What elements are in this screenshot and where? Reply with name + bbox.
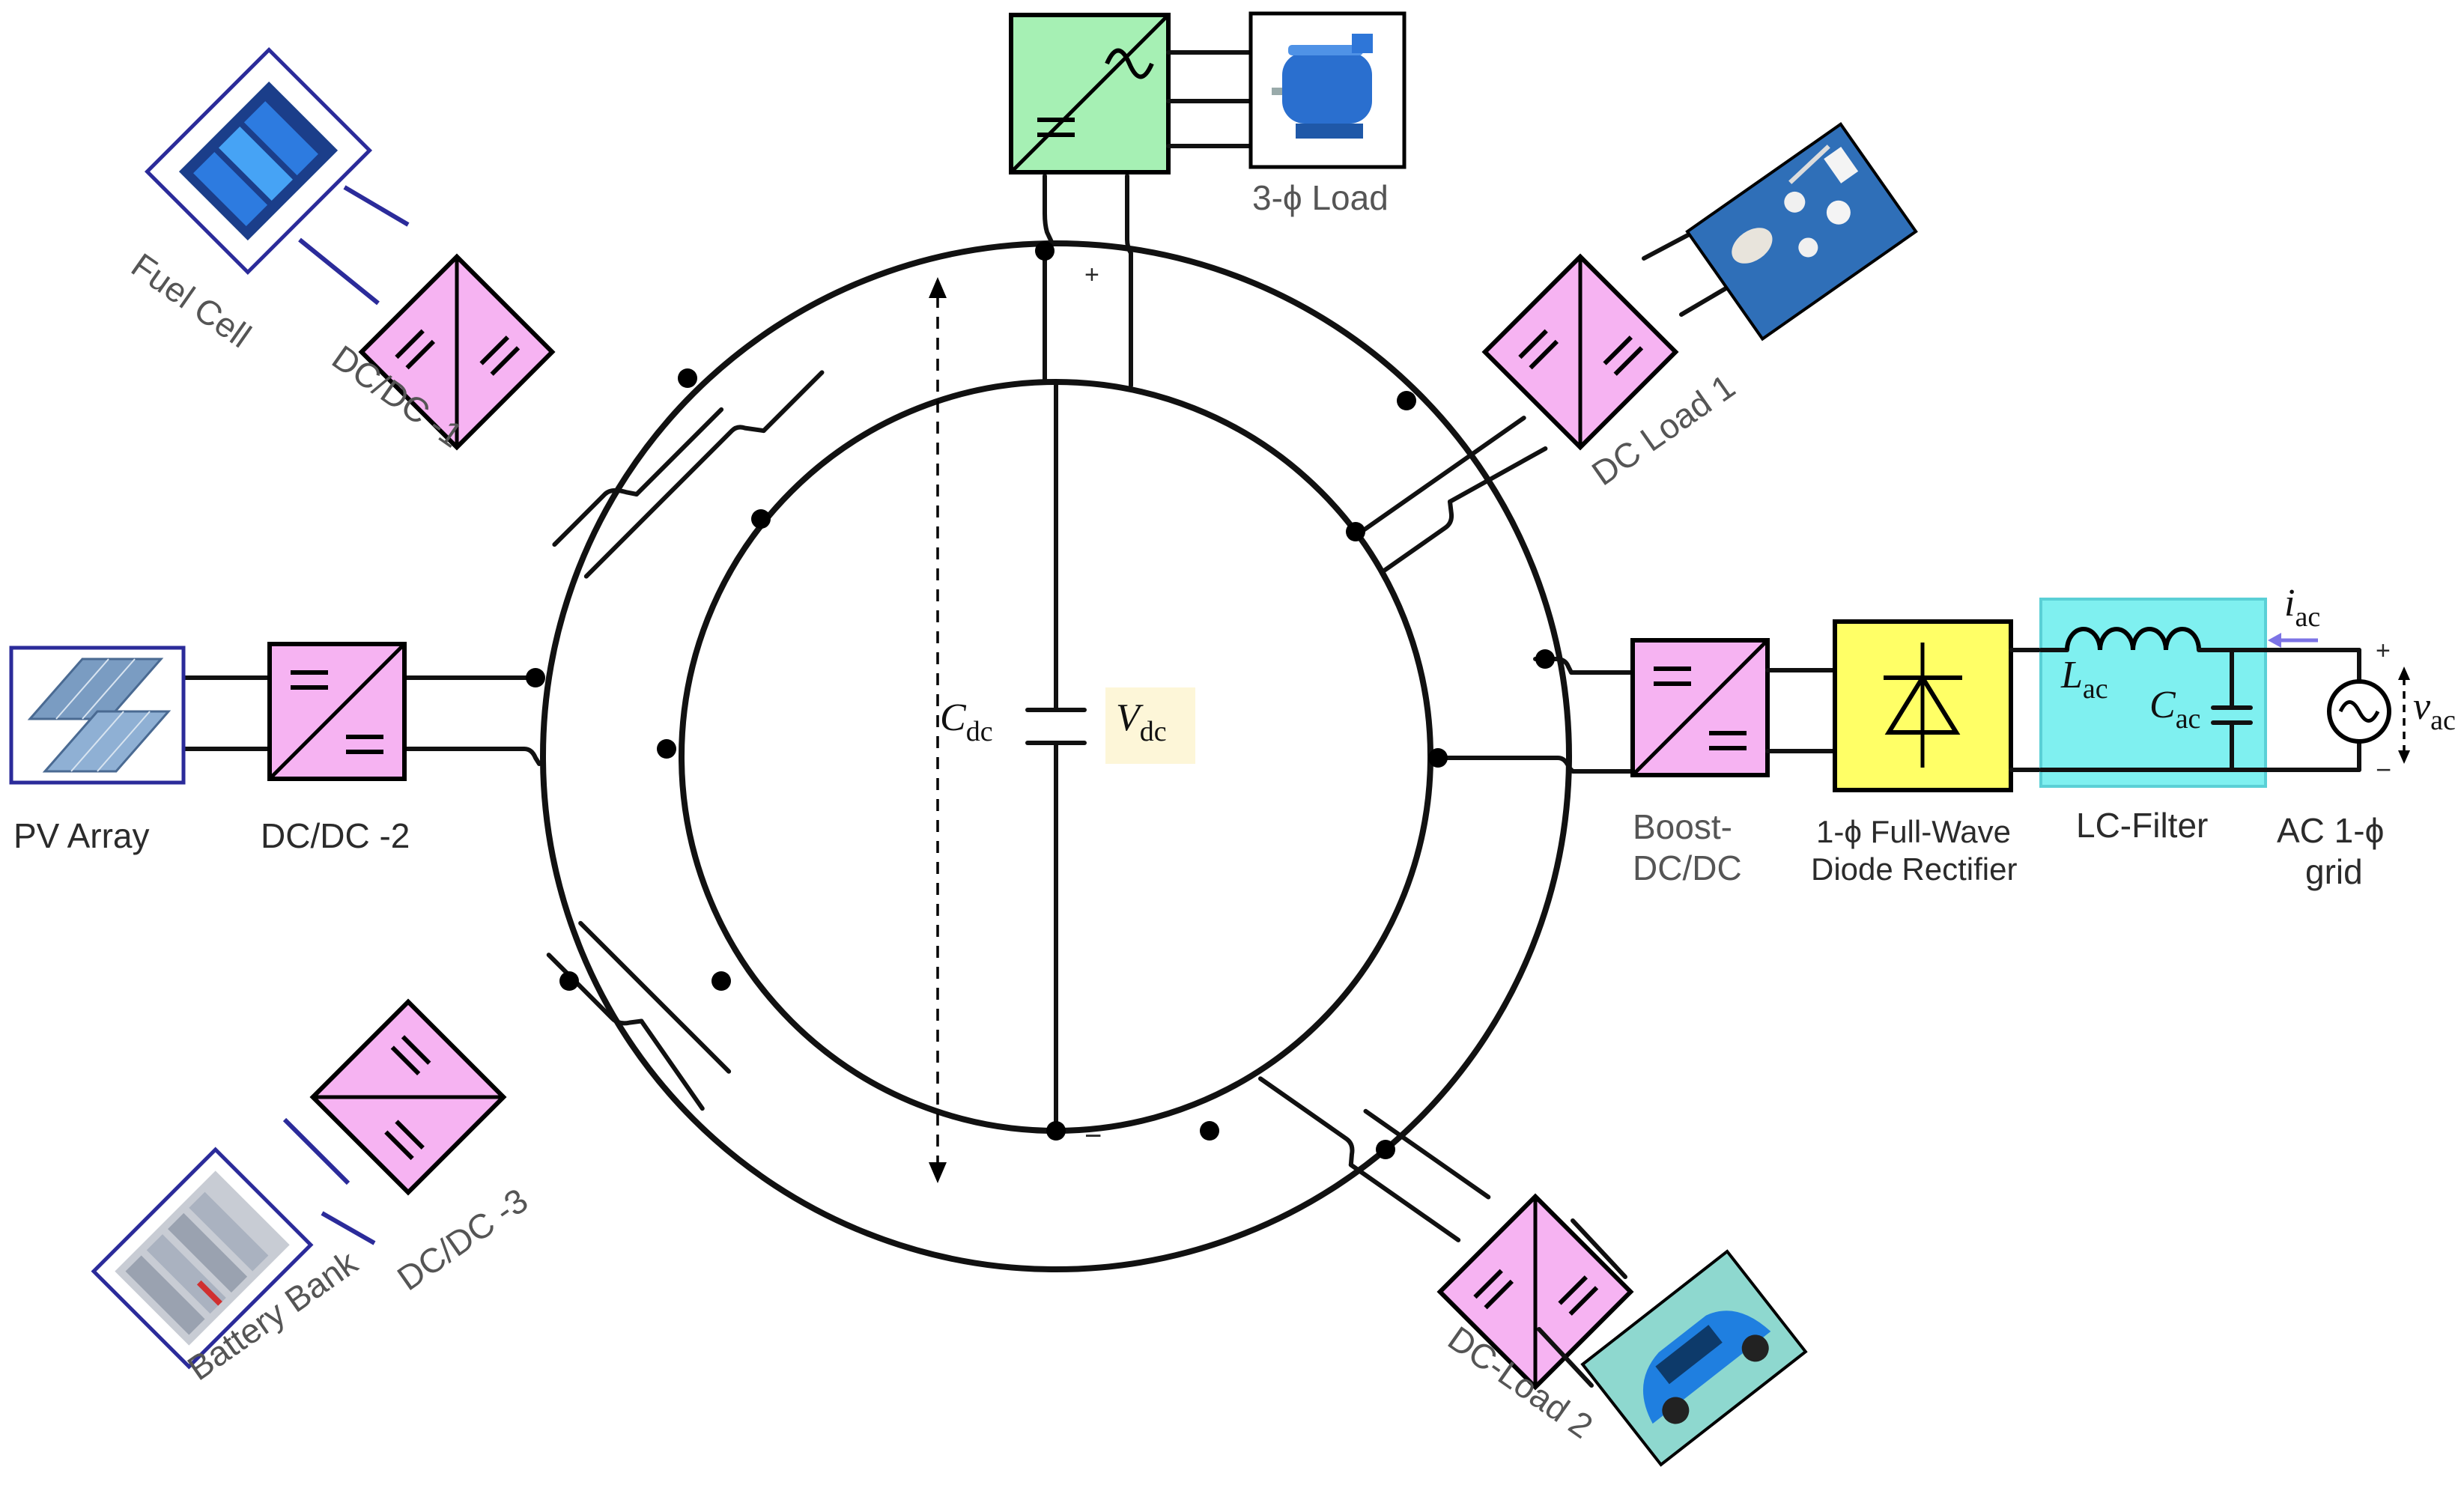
rectifier-label-line2: Diode Rectifier — [1811, 851, 2017, 887]
bus-plus-label: + — [1084, 261, 1099, 289]
inductor-icon — [2065, 627, 2201, 651]
dc-load-2-branch: DC-Load 2 — [1257, 1076, 1808, 1467]
vdc-arrow-up — [929, 277, 947, 298]
diode-icon — [1884, 673, 1961, 735]
dc-load-1-branch: DC Load 1 — [1356, 122, 1918, 574]
dcdc-load1-box — [1481, 253, 1679, 451]
junction-dots — [526, 241, 1555, 1159]
sine-icon — [1105, 48, 1154, 79]
dc-load-1-photo — [1685, 122, 1918, 341]
iac-arrow-head — [2268, 633, 2281, 648]
dcdc-3-label: DC/DC -3 — [390, 1180, 535, 1298]
three-phase-load-label: 3-ϕ Load — [1252, 178, 1389, 217]
boost-label-line1: Boost- — [1633, 807, 1732, 846]
rectifier-label-line1: 1-ϕ Full-Wave — [1816, 814, 2011, 849]
ac-grid-branch: Lac Cac iac + − vac Boost- DC/DC 1-ϕ Ful… — [1436, 582, 2456, 891]
cdc-label: Cdc — [940, 696, 993, 747]
grid-label-line2: grid — [2305, 852, 2363, 891]
battery-bank-photo — [91, 1147, 314, 1370]
vac-label: vac — [2413, 685, 2456, 736]
dcdc-3-box — [309, 998, 507, 1196]
outer-bus-ring — [540, 240, 1572, 1272]
battery-branch: Battery Bank DC/DC -3 — [91, 920, 732, 1388]
dcdc-2-box — [267, 642, 407, 781]
fuel-cell-branch: Fuel Cell DC/DC -1 — [124, 46, 825, 579]
bus-minus-label: − — [1084, 1120, 1102, 1153]
lc-filter-box: Lac Cac — [2039, 598, 2268, 788]
grid-plus-label: + — [2376, 637, 2391, 665]
dcdc-1-box — [358, 253, 556, 451]
lac-label: Lac — [2060, 654, 2108, 705]
vdc-highlight — [1105, 687, 1195, 764]
vdc-arrow-down — [929, 1162, 947, 1183]
dc-link-capacitor: Cdc Vdc + − — [929, 261, 1195, 1183]
iac-label: iac — [2284, 582, 2320, 633]
rectifier-box — [1833, 619, 2013, 792]
boost-label-line2: DC/DC — [1633, 848, 1742, 887]
pv-branch: PV Array DC/DC -2 — [9, 642, 541, 855]
motor-photo — [1248, 11, 1407, 169]
electric-car-photo — [1580, 1249, 1808, 1467]
grid-label-line1: AC 1-ϕ — [2277, 811, 2384, 850]
three-phase-branch: 3-ϕ Load — [1009, 11, 1407, 388]
dcdc-load2-box — [1436, 1193, 1634, 1391]
inverter-box — [1009, 13, 1171, 174]
cac-label: Cac — [2149, 684, 2200, 735]
boost-dcdc-box — [1630, 638, 1770, 777]
fuel-cell-photo — [144, 46, 373, 276]
dcdc-2-label: DC/DC -2 — [261, 816, 410, 855]
pv-array-label: PV Array — [13, 816, 150, 855]
pv-array-photo — [9, 646, 186, 785]
grid-minus-label: − — [2376, 754, 2391, 785]
lc-filter-label: LC-Filter — [2076, 806, 2208, 845]
ac-source-icon — [2327, 679, 2391, 744]
vdc-label: Vdc — [1116, 696, 1167, 747]
